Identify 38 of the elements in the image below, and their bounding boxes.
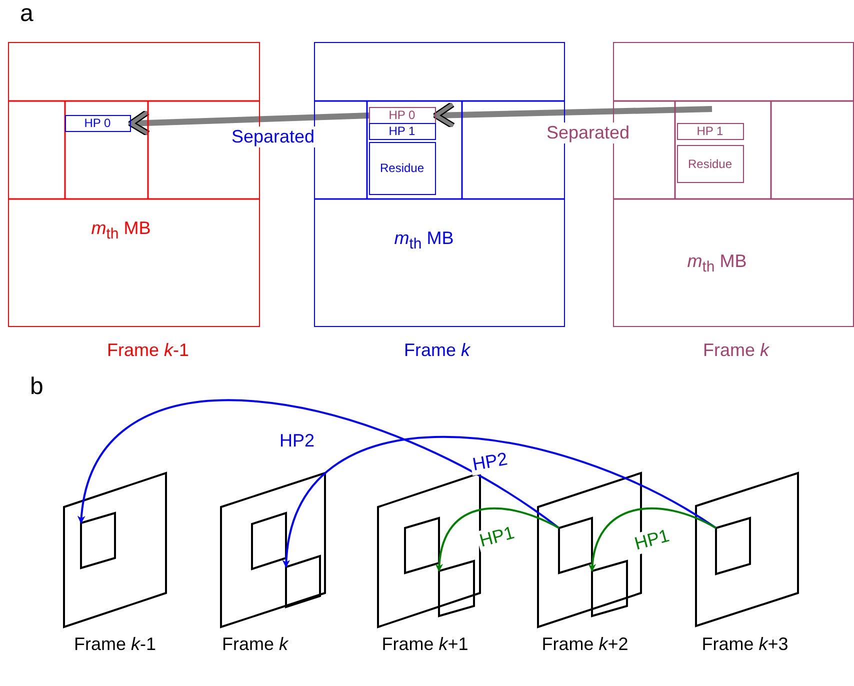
block-outline — [285, 554, 321, 608]
block-arrow — [432, 101, 712, 130]
panel-label: a — [20, 0, 34, 28]
block-label: m$_{th}$ MB — [91, 218, 151, 243]
curved-arrow — [436, 508, 560, 572]
block-outline — [438, 560, 475, 618]
curved-arrow — [78, 400, 560, 529]
frame-caption: Frame k+1 — [382, 634, 468, 655]
hp-box: HP 0 — [64, 114, 130, 132]
block-outline — [80, 512, 116, 570]
edge-label: Separated — [229, 126, 317, 148]
frame-caption: Frame k-1 — [106, 340, 190, 361]
frame-caption: Frame k+2 — [542, 634, 628, 655]
block-outline — [591, 560, 628, 618]
hp-box: HP 1 — [676, 122, 744, 140]
curved-arrow — [283, 436, 717, 568]
panel-label: b — [30, 373, 44, 401]
frame-caption: Frame k — [703, 340, 769, 361]
frame-drawing — [220, 472, 326, 628]
block-outline — [715, 516, 751, 576]
block-outline — [251, 512, 287, 570]
frame-drawing — [377, 472, 481, 628]
frame-caption: Frame k-1 — [74, 634, 156, 655]
frame-caption: Frame k — [222, 634, 288, 655]
block-outline — [558, 516, 593, 574]
hp-box: HP 1 — [368, 122, 436, 140]
frame-caption: Frame k+3 — [702, 634, 788, 655]
block-label: m$_{th}$ MB — [394, 228, 454, 253]
block-arrow — [128, 109, 370, 137]
residue-box: Residue — [368, 142, 436, 194]
curved-arrow — [588, 508, 716, 572]
block-label: m$_{th}$ MB — [687, 251, 747, 276]
hp-box: HP 0 — [368, 106, 436, 124]
frame-caption: Frame k — [404, 340, 470, 361]
frame-drawing — [63, 472, 167, 628]
block-outline — [404, 516, 440, 574]
frame-drawing — [695, 472, 799, 628]
residue-box: Residue — [676, 144, 744, 182]
